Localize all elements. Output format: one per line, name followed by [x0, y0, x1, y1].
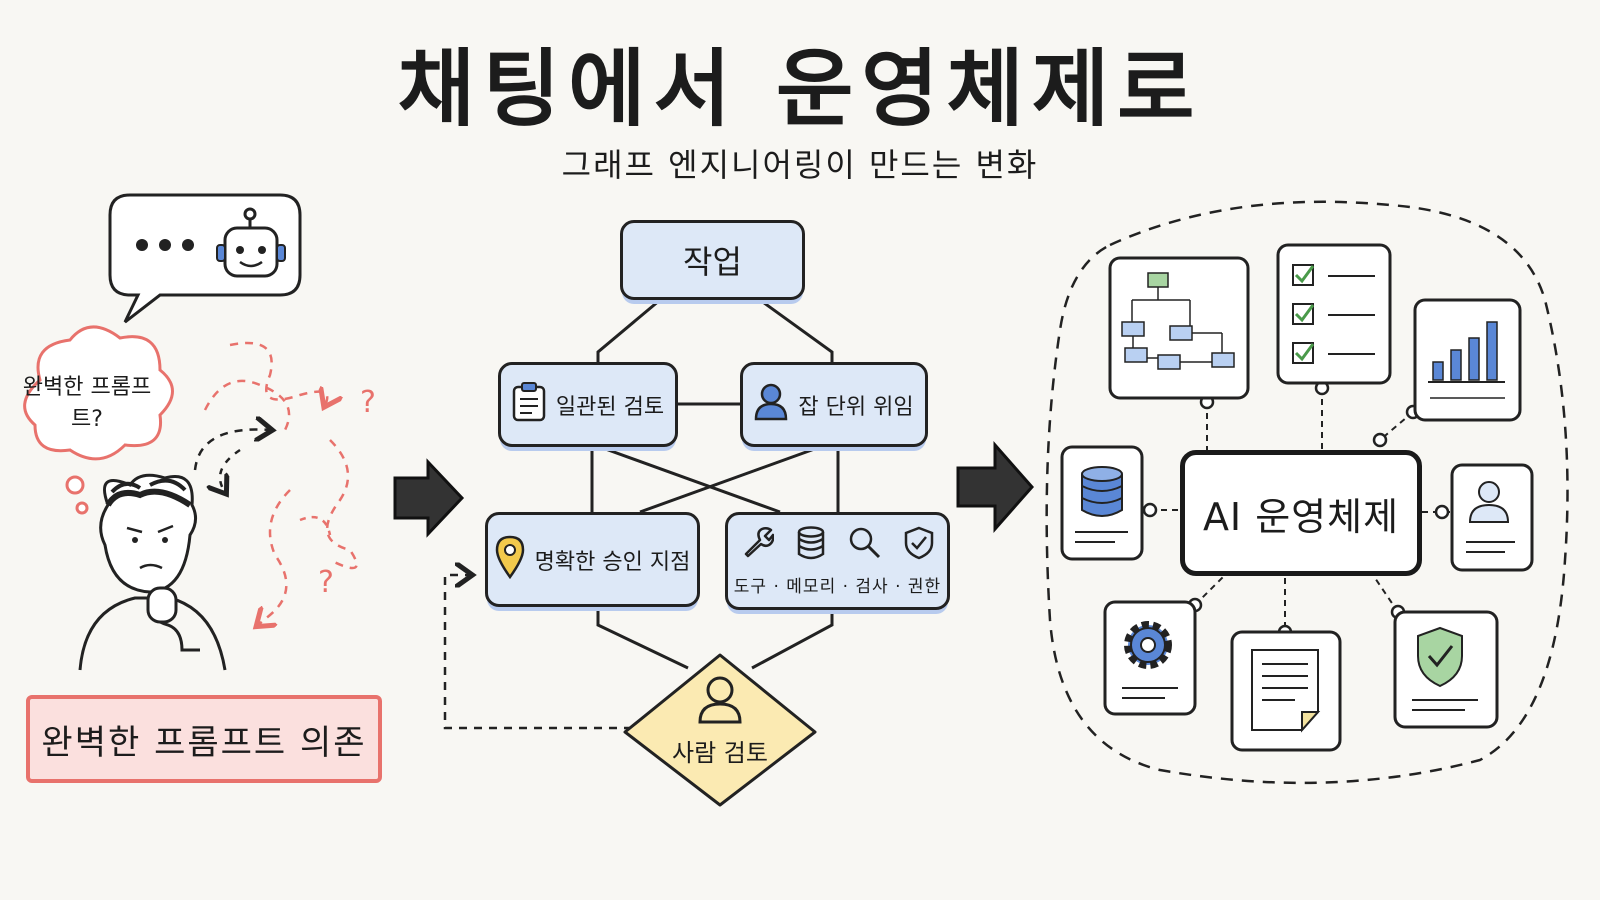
big-arrow-right-1: [393, 458, 465, 538]
ai-os-center: AI 운영체제: [1180, 450, 1422, 576]
ai-os-label: AI 운영체제: [1202, 494, 1400, 539]
clipboard-icon: [512, 381, 546, 428]
document-icon: [1251, 649, 1321, 733]
task-node: 작업: [620, 220, 805, 300]
person-icon: [698, 676, 742, 724]
wrench-icon: [742, 526, 774, 566]
approval-node: 명확한 승인 지점: [485, 512, 700, 607]
robot-icon: [216, 207, 286, 278]
review-label: 일관된 검토: [555, 394, 665, 420]
question-mark-1: ?: [360, 385, 376, 420]
feedback-loop-arrow: [443, 575, 632, 730]
magnifier-icon: [848, 526, 882, 566]
confused-person-icon: [78, 473, 227, 671]
prompt-dependency-label: 완벽한 프롬프트 의존: [26, 695, 382, 783]
confusion-squiggles: [193, 341, 358, 625]
card-settings: [1103, 600, 1197, 716]
approval-label: 명확한 승인 지점: [534, 549, 691, 575]
os-boundary: [1045, 200, 1569, 785]
human-review-node: [623, 653, 817, 807]
graph-connectors: [590, 298, 840, 670]
page-title: 채팅에서 운영체제로: [397, 40, 1203, 138]
card-security: [1393, 610, 1499, 729]
shield-check-icon: [904, 526, 934, 566]
review-node: 일관된 검토: [498, 362, 678, 447]
card-document: [1230, 630, 1342, 752]
ellipsis-icon: [136, 239, 194, 251]
human-review-label: 사람 검토: [672, 739, 768, 767]
card-flowchart: [1108, 256, 1250, 400]
delegation-label: 잡 단위 위임: [798, 394, 914, 420]
task-label: 작업: [683, 243, 742, 281]
card-database: [1060, 445, 1144, 561]
database-icon: [1075, 466, 1128, 543]
card-bar-chart: [1413, 298, 1522, 422]
question-mark-2: ?: [318, 565, 334, 600]
user-icon: [1466, 481, 1515, 553]
checklist-icon: [1292, 264, 1375, 364]
card-checklist: [1276, 243, 1392, 385]
delegation-node: 잡 단위 위임: [740, 362, 928, 447]
flowchart-icon: [1121, 272, 1235, 370]
gear-icon: [1122, 621, 1178, 699]
thought-cloud: [23, 325, 174, 515]
card-user: [1450, 463, 1534, 572]
tools-node: 도구 · 메모리 · 검사 · 권한: [725, 512, 950, 610]
tools-label: 도구 · 메모리 · 검사 · 권한: [733, 576, 942, 597]
big-arrow-right-2: [956, 441, 1034, 533]
shield-check-icon: [1412, 626, 1478, 711]
thought-text: 완벽한 프롬프트?: [22, 375, 152, 432]
location-pin-icon: [495, 535, 525, 585]
user-icon: [754, 383, 788, 427]
page-subtitle: 그래프 엔지니어링이 만드는 변화: [561, 146, 1039, 184]
database-icon: [796, 525, 826, 566]
bar-chart-icon: [1428, 321, 1505, 399]
